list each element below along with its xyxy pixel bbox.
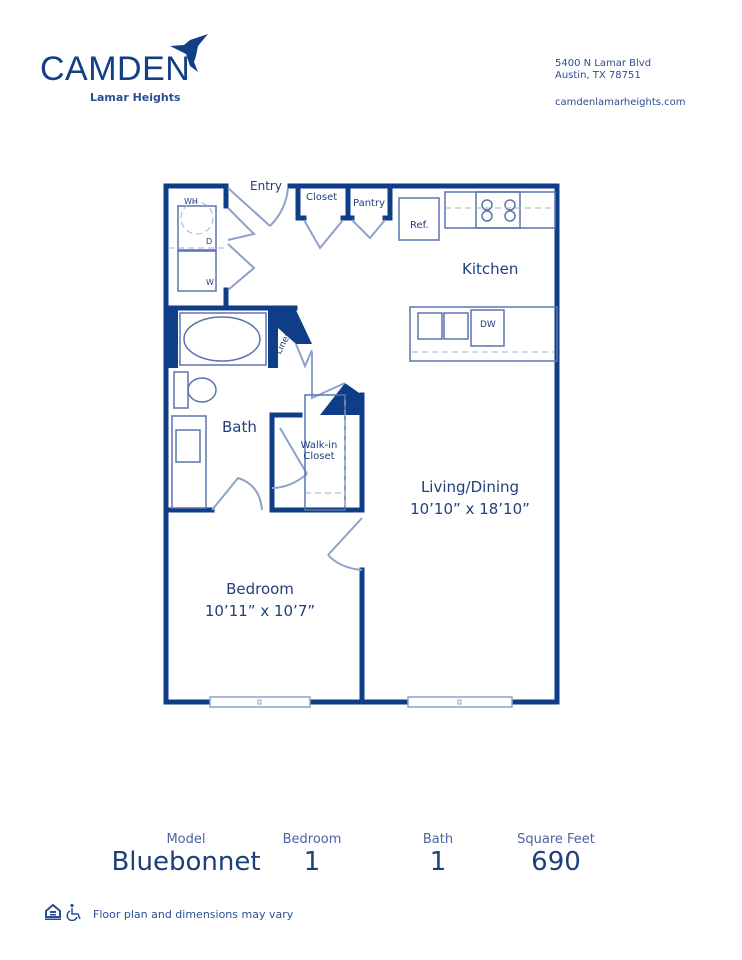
community-name: Lamar Heights [90,91,181,104]
square-feet-value: 690 [531,847,581,877]
model-value: Bluebonnet [111,847,261,877]
bedroom-value: 1 [303,847,321,877]
square-feet-label: Square Feet [517,832,595,847]
model-label: Model [166,832,206,847]
label-bedroom: Bedroom [226,580,294,598]
address: 5400 N Lamar Blvd Austin, TX 78751 [555,58,651,82]
bath-value: 1 [429,847,447,877]
label-walk-in-closet: Walk-in Closet [297,440,341,462]
bedroom-dimensions: 10’11” x 10’7” [204,602,316,620]
address-line-1: 5400 N Lamar Blvd [555,58,652,69]
label-pantry: Pantry [353,198,385,209]
label-closet: Closet [306,192,338,203]
label-washer: W [206,278,214,287]
website-link[interactable]: camdenlamarheights.com [555,97,686,108]
walk-in-line-2: Closet [303,451,335,462]
label-living-dining: Living/Dining [420,478,520,496]
label-entry: Entry [250,179,282,193]
label-kitchen: Kitchen [462,260,519,278]
label-dryer: D [206,237,213,246]
disclaimer-text: Floor plan and dimensions may vary [93,908,294,921]
living-dining-dimensions: 10’10” x 18’10” [410,500,530,518]
label-water-heater: WH [184,197,198,206]
walk-in-line-1: Walk-in [300,440,338,451]
hummingbird-logo-icon [170,34,208,72]
brand-logo-text: CAMDEN [40,50,191,88]
label-dishwasher: DW [480,320,496,330]
wheelchair-accessible-icon [66,903,81,921]
bath-label: Bath [422,832,454,847]
label-ref: Ref. [410,220,429,231]
equal-housing-icon [45,903,61,920]
bedroom-label: Bedroom [282,832,342,847]
label-bath: Bath [222,418,257,436]
address-line-2: Austin, TX 78751 [555,70,641,81]
